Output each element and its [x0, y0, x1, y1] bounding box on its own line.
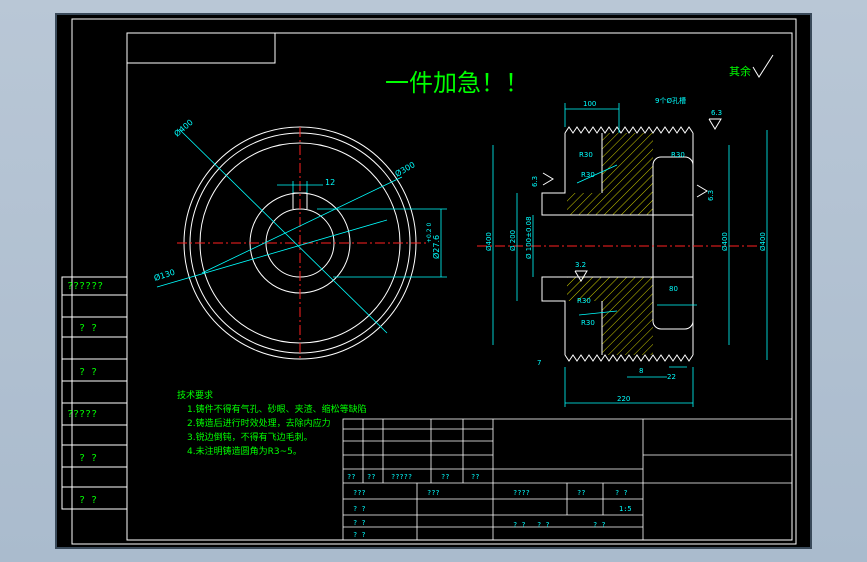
- tb-c2: ???: [427, 489, 440, 497]
- tb-c5: ? ?: [615, 489, 628, 497]
- dim-7: 7: [537, 359, 541, 367]
- tech-line-2: 2.铸造后进行时效处理，去除内应力: [187, 417, 331, 429]
- tb-r1-5: ??: [471, 473, 479, 481]
- dim-outer-dia: Ø400: [172, 117, 195, 139]
- section-dims: [492, 103, 768, 407]
- dim-r-top: R30: [579, 151, 593, 159]
- dim-sec-left-dia: Ø400: [485, 232, 493, 251]
- dim-hub-dia: Ø130: [153, 267, 177, 283]
- strip-text-6: ? ?: [79, 495, 97, 506]
- tb-c4: ??: [577, 489, 585, 497]
- surface-note-text: 其余: [729, 64, 751, 78]
- left-strip: [61, 276, 128, 510]
- tb-c10: ? ?: [513, 521, 526, 529]
- tb-scale: 1:5: [619, 505, 632, 513]
- dim-220: 220: [617, 395, 630, 403]
- dim-r-inner-2: R30: [671, 151, 685, 159]
- dim-sec-right-dia-1: Ø400: [721, 232, 729, 251]
- dim-top-100: 100: [583, 100, 596, 108]
- dim-r-bot-1: R30: [577, 297, 591, 305]
- dim-r-bot-2: R30: [581, 319, 595, 327]
- strip-text-1: ??????: [67, 281, 103, 292]
- dim-sec-hub-dia: Ø 200: [509, 230, 517, 251]
- strip-text-2: ? ?: [79, 323, 97, 334]
- dim-key-width: 12: [325, 178, 335, 187]
- roughness-marks: [542, 118, 722, 282]
- tb-r1-1: ??: [347, 473, 355, 481]
- tb-r1-2: ??: [367, 473, 375, 481]
- tb-c6: ? ?: [353, 505, 366, 513]
- border: [71, 18, 797, 545]
- left-view-centerlines: [177, 127, 427, 360]
- dim-8: 8: [639, 367, 643, 375]
- strip-text-3: ? ?: [79, 367, 97, 378]
- tech-requirements: 技术要求 1.铸件不得有气孔、砂眼、夹渣、缩松等缺陷 2.铸造后进行时效处理，去…: [177, 389, 367, 457]
- strip-text-5: ? ?: [79, 453, 97, 464]
- surface-note: 其余: [729, 54, 774, 78]
- drawing-frame: ?????? ? ? ? ? ????? ? ? ? ? 一件加急！！ 其余: [55, 13, 812, 549]
- dim-key-depth: Ø27.6: [431, 235, 441, 259]
- section-view: [477, 126, 757, 362]
- tb-c12: ? ?: [593, 521, 606, 529]
- roughness-3: 6.3: [707, 190, 715, 201]
- strip-text-4: ?????: [67, 409, 97, 420]
- tb-c1: ???: [353, 489, 366, 497]
- title-block: [342, 418, 793, 541]
- tech-line-3: 3.锐边倒钝，不得有飞边毛刺。: [187, 431, 313, 443]
- tb-c8: ? ?: [353, 531, 366, 539]
- tb-c11: ? ?: [537, 521, 550, 529]
- tech-line-4: 4.未注明铸造圆角为R3~5。: [187, 445, 302, 457]
- dim-80: 80: [669, 285, 678, 293]
- dim-key-tol: +0.2 0: [426, 223, 433, 243]
- tb-c7: ? ?: [353, 519, 366, 527]
- cad-drawing: ?????? ? ? ? ? ????? ? ? ? ? 一件加急！！ 其余: [61, 18, 797, 545]
- roughness-4: 3.2: [575, 261, 586, 269]
- tb-r1-4: ??: [441, 473, 449, 481]
- roughness-2: 6.3: [531, 176, 539, 187]
- dim-groove-note: 9个Ø孔槽: [655, 96, 686, 105]
- roughness-1: 6.3: [711, 109, 722, 117]
- dim-r-inner-1: R30: [581, 171, 595, 179]
- drawing-title: 一件加急！！: [385, 69, 529, 97]
- dim-mid-dia: Ø300: [393, 159, 417, 178]
- left-view-dims: [156, 128, 447, 334]
- tb-c3: ????: [513, 489, 530, 497]
- dim-sec-right-dia-2: Ø400: [759, 232, 767, 251]
- dim-22: 22: [667, 373, 676, 381]
- tb-r1-3: ?????: [391, 473, 412, 481]
- tech-line-1: 1.铸件不得有气孔、砂眼、夹渣、缩松等缺陷: [187, 403, 367, 415]
- tech-heading: 技术要求: [177, 389, 213, 401]
- dim-sec-bore-dia: Ø 100±0.08: [525, 216, 533, 259]
